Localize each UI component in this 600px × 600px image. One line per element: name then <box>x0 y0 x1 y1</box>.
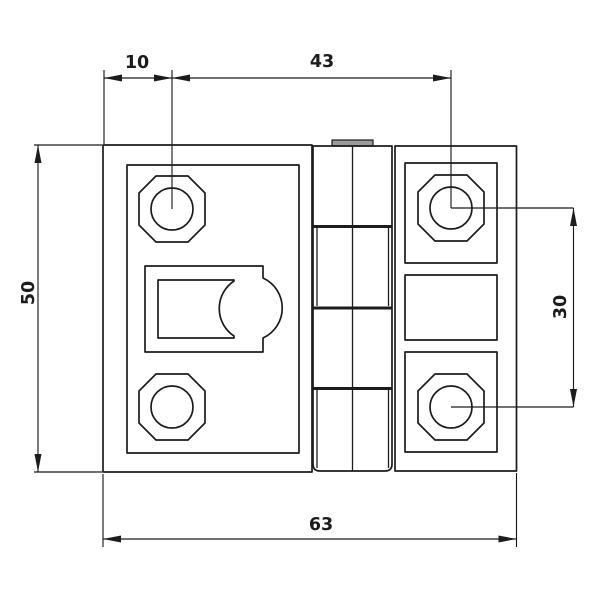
arrowhead-left <box>104 74 122 82</box>
dimension-overall-width: 63 <box>102 473 518 547</box>
arrowhead-left <box>103 535 121 543</box>
dimension-label: 50 <box>19 281 39 305</box>
dimension-label: 63 <box>309 515 333 535</box>
right-leaf-outer <box>394 145 518 472</box>
arrowhead-left <box>172 74 190 82</box>
hole-boss-octagon <box>138 373 206 441</box>
hole-boss-octagon <box>417 174 485 242</box>
arrowhead-up <box>34 145 42 163</box>
latch-outer-outline <box>144 265 284 353</box>
dimension-label: 43 <box>310 52 334 72</box>
left-leaf-inner-face <box>126 164 300 454</box>
arrowhead-up <box>570 208 577 226</box>
hole-bore-circle <box>150 385 194 429</box>
left-leaf-outer <box>102 144 313 473</box>
hinge-barrel <box>312 139 393 472</box>
dimension-hole-spacing-right: 30 <box>451 207 577 408</box>
latch-feature <box>144 265 284 353</box>
arrowhead-right <box>433 74 451 82</box>
left-bottom-hole <box>138 373 206 441</box>
dimension-leaf-height: 50 <box>19 144 102 473</box>
right-leaf <box>394 145 518 472</box>
right-middle-pad <box>404 274 498 341</box>
arrowhead-down <box>570 389 577 407</box>
dimension-hole-offset-top: 10 <box>103 53 173 209</box>
right-bottom-pad <box>404 351 498 453</box>
pin-head-tab <box>331 139 374 147</box>
latch-inner-outline <box>157 279 235 339</box>
hole-boss-octagon <box>138 175 206 243</box>
dimension-label: 10 <box>125 53 149 73</box>
hole-boss-octagon <box>417 373 485 441</box>
arrowhead-right <box>498 535 517 543</box>
arrowhead-down <box>34 454 42 472</box>
left-leaf <box>102 144 313 473</box>
arrowhead-right <box>154 74 172 82</box>
dimension-hole-span-top: 43 <box>172 52 452 208</box>
barrel-outline <box>312 145 393 472</box>
dimension-label: 30 <box>551 295 571 319</box>
